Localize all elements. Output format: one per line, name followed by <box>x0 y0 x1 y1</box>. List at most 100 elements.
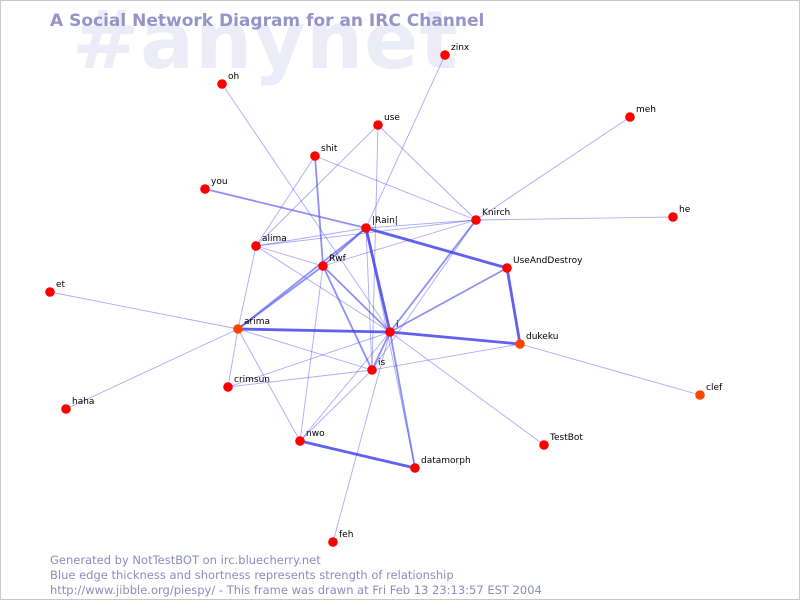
edge-rain-alima <box>255 227 367 247</box>
node-rwf[interactable]: Rwf <box>318 254 347 271</box>
edge-knirch-he <box>475 216 674 221</box>
edge-useanddestroy-i <box>389 267 508 333</box>
node-dot[interactable] <box>361 223 371 233</box>
edge-arima-is <box>237 328 373 371</box>
node-zinx[interactable]: zinx <box>440 43 470 60</box>
edge-you-rain <box>204 188 367 229</box>
node-label: use <box>384 113 400 123</box>
edge-rwf-i <box>322 265 391 333</box>
node-dot[interactable] <box>695 390 705 400</box>
node-clef[interactable]: clef <box>695 383 723 400</box>
node-you[interactable]: you <box>200 177 228 194</box>
node-dot[interactable] <box>318 261 328 271</box>
edge-rwf-nwo <box>299 265 324 442</box>
node-i[interactable]: i <box>385 320 399 337</box>
node-dot[interactable] <box>668 212 678 222</box>
node-haha[interactable]: haha <box>61 397 94 414</box>
edge-et-arima <box>49 291 239 330</box>
diagram-title: A Social Network Diagram for an IRC Chan… <box>50 11 485 31</box>
node-testbot[interactable]: TestBot <box>539 433 583 450</box>
footer-link-line[interactable]: http://www.jibble.org/piespy/ - This fra… <box>50 583 542 597</box>
edge-i-is <box>371 331 391 371</box>
node-dot[interactable] <box>223 382 233 392</box>
node-dot[interactable] <box>440 50 450 60</box>
node-dot[interactable] <box>217 79 227 89</box>
node-feh[interactable]: feh <box>328 530 353 547</box>
node-label: you <box>211 177 228 187</box>
node-he[interactable]: he <box>668 205 691 222</box>
node-shit[interactable]: shit <box>310 144 338 161</box>
node-dot[interactable] <box>200 184 210 194</box>
node-label: |Rain| <box>372 216 398 226</box>
node-datamorph[interactable]: datamorph <box>410 456 471 473</box>
node-label: alima <box>262 234 287 244</box>
node-dot[interactable] <box>61 404 71 414</box>
node-dot[interactable] <box>295 436 305 446</box>
node-useanddestroy[interactable]: UseAndDestroy <box>502 256 583 273</box>
node-label: dukeku <box>526 332 558 342</box>
node-nwo[interactable]: nwo <box>295 429 325 446</box>
node-dot[interactable] <box>45 287 55 297</box>
edge-useanddestroy-dukeku <box>505 267 522 345</box>
edge-i-dukeku <box>389 330 521 346</box>
edge-arima-nwo <box>237 328 301 442</box>
edge-rwf-is <box>322 265 373 371</box>
node-label: zinx <box>451 43 470 53</box>
edge-i-testbot <box>389 331 545 446</box>
node-dot[interactable] <box>251 241 261 251</box>
node-dot[interactable] <box>515 339 525 349</box>
node-dot[interactable] <box>373 120 383 130</box>
edge-knirch-alima <box>255 219 477 247</box>
node-dot[interactable] <box>310 151 320 161</box>
edge-rwf-arima <box>237 265 324 330</box>
node-label: he <box>679 205 691 215</box>
node-label: shit <box>321 144 338 154</box>
node-oh[interactable]: oh <box>217 72 239 89</box>
edge-i-crimsun <box>227 331 391 388</box>
edge-nwo-datamorph <box>299 439 416 470</box>
node-dot[interactable] <box>625 112 635 122</box>
node-dot[interactable] <box>385 327 395 337</box>
node-dot[interactable] <box>502 263 512 273</box>
node-dot[interactable] <box>367 365 377 375</box>
node-alima[interactable]: alima <box>251 234 287 251</box>
edge-shit-rwf <box>314 155 324 267</box>
node-dot[interactable] <box>471 215 481 225</box>
node-et[interactable]: et <box>45 280 66 297</box>
node-label: Rwf <box>329 254 347 264</box>
node-knirch[interactable]: Knirch <box>471 208 510 225</box>
edge-zinx-rain <box>365 54 446 229</box>
node-dot[interactable] <box>233 324 243 334</box>
node-dukeku[interactable]: dukeku <box>515 332 558 349</box>
node-rain[interactable]: |Rain| <box>361 216 398 233</box>
edge-arima-i <box>237 327 391 334</box>
edge-is-dukeku <box>371 343 521 371</box>
node-label: clef <box>706 383 723 393</box>
node-dot[interactable] <box>410 463 420 473</box>
edge-use-knirch <box>377 124 477 221</box>
node-label: haha <box>72 397 94 407</box>
edge-knirch-is <box>371 219 477 371</box>
node-is[interactable]: is <box>367 358 386 375</box>
node-meh[interactable]: meh <box>625 105 656 122</box>
node-arima[interactable]: arima <box>233 317 270 334</box>
edge-oh-i <box>221 83 391 333</box>
edge-alima-i <box>255 245 391 333</box>
node-dot[interactable] <box>328 537 338 547</box>
edge-i-nwo <box>299 331 391 442</box>
footer: Generated by NotTestBOT on irc.bluecherr… <box>50 553 542 598</box>
edge-shit-alima <box>255 155 316 247</box>
node-use[interactable]: use <box>373 113 400 130</box>
node-crimsun[interactable]: crimsun <box>223 375 270 392</box>
node-dot[interactable] <box>539 440 549 450</box>
footer-generator-line: Generated by NotTestBOT on irc.bluecherr… <box>50 553 321 567</box>
node-label: UseAndDestroy <box>513 256 583 266</box>
edge-i-feh <box>332 331 391 543</box>
node-label: i <box>396 320 399 330</box>
node-label: feh <box>339 530 353 540</box>
channel-watermark: #anynet <box>72 0 459 87</box>
edge-knirch-i <box>389 219 477 333</box>
edge-arima-crimsun <box>227 328 239 388</box>
